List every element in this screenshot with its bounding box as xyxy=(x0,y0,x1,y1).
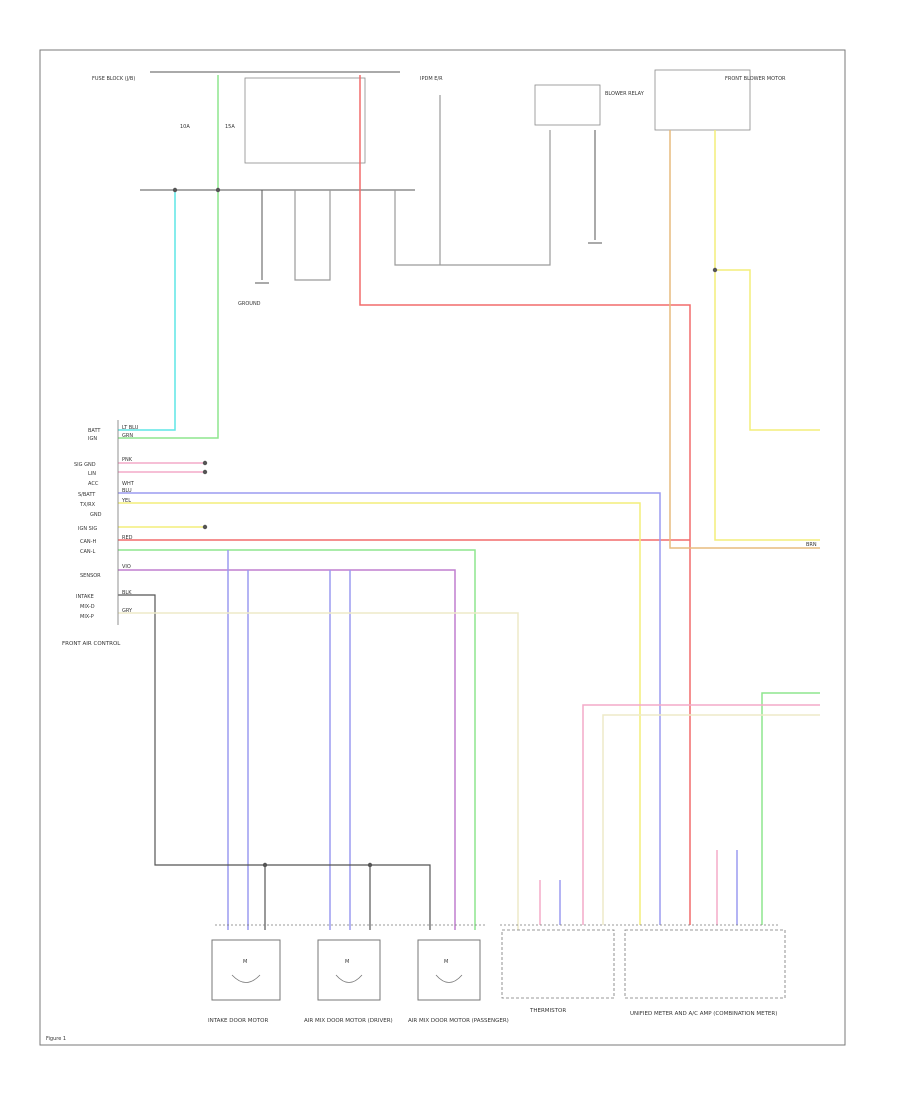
cluster-caption: UNIFIED METER AND A/C AMP (COMBINATION M… xyxy=(630,1011,777,1017)
splice-dot-7 xyxy=(262,862,268,868)
pin-label-0: BATT xyxy=(88,428,101,434)
page-label: Figure 1 xyxy=(46,1036,66,1042)
wire-label-9: VIO xyxy=(122,564,131,570)
wire-red-main xyxy=(359,75,691,925)
wire-violet-motor xyxy=(118,569,456,930)
pin-label-5: S/BATT xyxy=(78,492,96,498)
splice-dot-5 xyxy=(172,187,178,193)
wire-orange xyxy=(669,130,820,549)
pin-label-12: INTAKE xyxy=(76,594,94,600)
ipdm-box xyxy=(654,69,751,131)
thermistor-caption: THERMISTOR xyxy=(529,1008,566,1014)
wire-cyan xyxy=(118,190,176,431)
wire-yellow-right-2 xyxy=(714,270,820,541)
wire-green-batt xyxy=(118,75,219,439)
ipdm-label: IPDM E/R xyxy=(420,76,443,82)
fuse-block-box xyxy=(244,77,366,164)
intake-door-motor: M INTAKE DOOR MOTOR xyxy=(208,939,281,1024)
wire-label-3: RED xyxy=(122,535,133,541)
front-blower-label: FRONT BLOWER MOTOR xyxy=(725,76,786,82)
cluster-box xyxy=(624,929,786,999)
splice-dot-6 xyxy=(712,267,718,273)
pin-label-11: SENSOR xyxy=(80,573,101,579)
module-label: FRONT AIR CONTROL xyxy=(62,641,121,647)
wire-green-cluster xyxy=(761,692,820,925)
wire-label-7: BRN xyxy=(806,542,817,548)
driver-mix-motor-caption: AIR MIX DOOR MOTOR (DRIVER) xyxy=(304,1018,393,1024)
wire-top-gray-2 xyxy=(394,130,551,266)
splice-dot-1 xyxy=(202,460,208,466)
splice-dot-8 xyxy=(367,862,373,868)
pin-label-7: GND xyxy=(90,512,102,518)
pin-label-8: IGN SIG xyxy=(78,526,97,532)
wire-yellow-1 xyxy=(118,502,641,925)
wire-pale-cluster xyxy=(602,714,820,925)
fuse-15a-label: 15A xyxy=(225,124,235,130)
pin-label-14: MIX-P xyxy=(80,614,94,620)
wire-label-6: YEL xyxy=(121,498,131,504)
relay-label: BLOWER RELAY xyxy=(605,91,645,97)
pin-label-10: CAN-L xyxy=(80,549,95,555)
wire-label-0: LT BLU xyxy=(122,425,139,431)
pin-label-13: MIX-D xyxy=(80,604,95,610)
diagram-frame xyxy=(39,49,846,1046)
pin-label-2: SIG GND xyxy=(74,462,96,468)
motor-label-1: M xyxy=(243,959,247,965)
driver-mix-door-motor: M AIR MIX DOOR MOTOR (DRIVER) xyxy=(304,939,393,1024)
passenger-mix-door-motor: M AIR MIX DOOR MOTOR (PASSENGER) xyxy=(408,939,509,1024)
wire-label-10: BLK xyxy=(122,590,132,596)
motor-label-3: M xyxy=(444,959,448,965)
fuse-10a-label: 10A xyxy=(180,124,190,130)
splice-dot-3 xyxy=(202,524,208,530)
wire-ground-return xyxy=(118,594,431,930)
wire-top-gray-1 xyxy=(294,190,331,281)
motor-label-2: M xyxy=(345,959,349,965)
wire-blue-1 xyxy=(118,492,661,925)
pin-label-3: LIN xyxy=(88,471,96,477)
pin-label-4: ACC xyxy=(88,481,99,487)
passenger-mix-motor-caption: AIR MIX DOOR MOTOR (PASSENGER) xyxy=(408,1018,509,1024)
thermistor-box xyxy=(501,929,615,999)
wire-label-5: BLU xyxy=(122,488,132,494)
wire-pale-yellow xyxy=(118,612,519,930)
splice-dot-4 xyxy=(215,187,221,193)
pin-label-6: TX/RX xyxy=(79,502,96,508)
wire-yellow-right xyxy=(714,130,820,431)
wire-label-8: GRY xyxy=(122,608,133,614)
intake-motor-caption: INTAKE DOOR MOTOR xyxy=(208,1018,268,1024)
wire-green-motor xyxy=(118,549,476,930)
wire-label-2: PNK xyxy=(122,457,133,463)
ground-label: GROUND xyxy=(238,301,261,307)
relay-box xyxy=(534,84,601,126)
splice-dot-2 xyxy=(202,469,208,475)
pin-label-1: IGN xyxy=(88,436,97,442)
wire-label-1: GRN xyxy=(122,433,133,439)
fuse-block-label: FUSE BLOCK (J/B) xyxy=(92,76,135,82)
pin-label-9: CAN-H xyxy=(80,539,96,545)
wire-pink-cluster xyxy=(582,704,820,925)
wire-label-4: WHT xyxy=(122,481,135,487)
